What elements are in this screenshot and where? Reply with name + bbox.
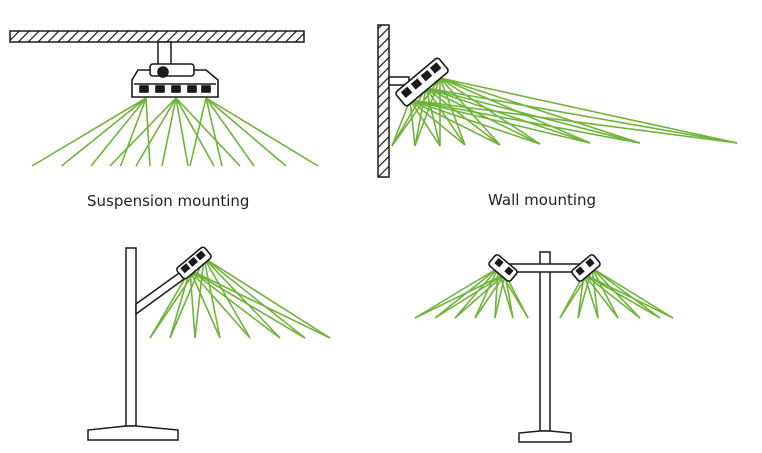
light-beam-icon [205, 97, 287, 167]
light-beam-icon [439, 77, 591, 144]
light-beam-icon [591, 267, 661, 319]
light-beam-icon [203, 257, 281, 339]
light-beam-icon [474, 267, 499, 319]
light-beam-icon [205, 97, 319, 167]
light-beam-icon [497, 267, 514, 319]
pole-icon [539, 251, 551, 432]
light-beam-icon [149, 269, 191, 339]
light-beam-icon [425, 87, 441, 147]
light-beam-icon [189, 269, 281, 339]
light-beam-icon [189, 97, 207, 167]
single-pole-light-beams [149, 257, 331, 339]
light-beam-icon [454, 267, 499, 319]
light-beam-icon [391, 99, 411, 147]
light-beam-icon [591, 267, 599, 319]
double-pole-left-light-beams [414, 267, 529, 319]
light-beam-icon [203, 257, 331, 339]
light-beam-icon [434, 273, 506, 319]
light-beam-icon [409, 99, 541, 145]
double-pole-left-lamp-fixture-icon [488, 254, 518, 282]
light-beam-icon [189, 269, 196, 339]
light-beam-icon [591, 267, 641, 319]
wall-mounting-figure [377, 24, 449, 178]
light-beam-icon [161, 97, 177, 167]
hatched-wall-icon [377, 24, 390, 178]
light-beam-icon [175, 97, 215, 167]
suspension-lamp-fixture-icon [131, 63, 219, 98]
light-beam-icon [591, 267, 674, 319]
light-beam-icon [203, 257, 251, 339]
pole-base [518, 430, 572, 443]
wall-light-beams [391, 77, 738, 147]
light-beam-icon [414, 273, 506, 319]
light-beam-icon [175, 97, 189, 167]
light-beam-icon [439, 77, 501, 146]
light-beam-icon [425, 87, 738, 144]
wall-lamp-fixture-icon [395, 57, 449, 107]
light-beam-icon [439, 77, 466, 146]
suspension-mounting-caption: Suspension mounting [87, 192, 250, 210]
light-beam-icon [175, 97, 241, 167]
single-pole-lamp-fixture-icon [176, 246, 212, 280]
light-beam-icon [439, 77, 541, 145]
light-beam-icon [391, 77, 441, 147]
light-beam-icon [391, 87, 427, 147]
light-beam-icon [203, 257, 221, 339]
light-beam-icon [119, 97, 147, 167]
single-pole-mounting-figure [87, 246, 212, 441]
suspension-light-beams [31, 97, 319, 167]
light-beam-icon [439, 77, 641, 144]
light-beam-icon [60, 97, 147, 167]
light-beam-icon [583, 273, 619, 319]
light-beam-icon [145, 97, 151, 167]
light-beam-icon [577, 267, 593, 319]
light-beam-icon [409, 99, 501, 146]
light-beam-icon [194, 257, 205, 339]
light-beam-icon [425, 87, 591, 144]
light-beam-icon [169, 257, 205, 339]
light-beam-icon [409, 99, 416, 147]
light-beam-icon [169, 269, 191, 339]
light-beam-icon [414, 77, 441, 147]
light-beam-icon [189, 269, 221, 339]
light-beam-icon [474, 273, 506, 319]
light-beam-icon [583, 273, 599, 319]
light-beam-icon [135, 97, 177, 167]
light-beam-icon [414, 87, 427, 147]
light-beam-icon [591, 267, 619, 319]
double-pole-right-light-beams [559, 267, 674, 319]
light-beam-icon [494, 267, 499, 319]
light-beam-icon [205, 97, 255, 167]
light-beam-icon [90, 97, 147, 167]
light-beam-icon [189, 269, 331, 339]
light-beam-icon [439, 77, 738, 144]
double-pole-right-lamp-fixture-icon [571, 254, 601, 282]
light-beam-icon [494, 273, 506, 319]
hatched-ceiling-icon [9, 30, 305, 43]
light-beam-icon [205, 97, 223, 167]
light-beam-icon [425, 87, 641, 144]
light-beam-icon [425, 87, 501, 146]
light-beam-icon [109, 97, 177, 167]
light-beam-icon [31, 97, 147, 167]
light-beam-icon [203, 257, 306, 339]
light-beam-icon [425, 87, 541, 145]
light-beam-icon [583, 273, 661, 319]
pole-icon [125, 247, 137, 427]
pole-base [87, 425, 179, 441]
light-beam-icon [434, 267, 499, 319]
double-pole-mounting-figure [488, 251, 601, 443]
light-beam-icon [414, 267, 499, 319]
light-beam-icon [189, 269, 251, 339]
wall-mounting-caption: Wall mounting [488, 191, 597, 209]
suspension-mounting-figure [9, 30, 305, 98]
